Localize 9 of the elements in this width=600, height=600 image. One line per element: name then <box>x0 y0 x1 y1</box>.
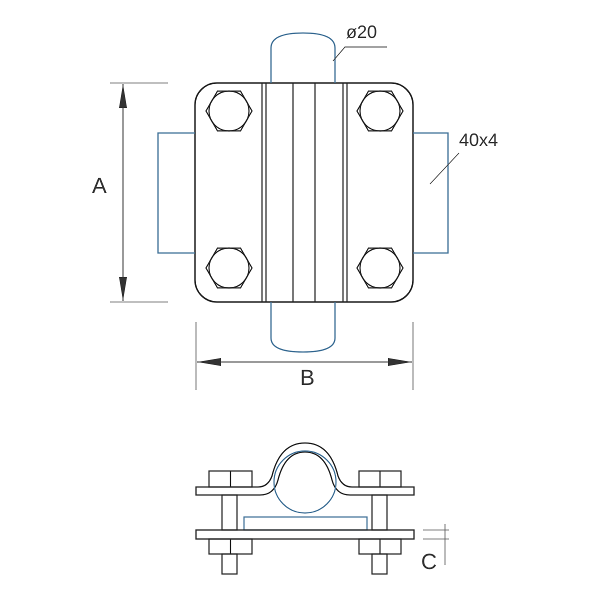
dimension-label: C <box>421 550 437 574</box>
callout-text: 40x4 <box>459 130 498 150</box>
round-rod-drawing <box>270 32 336 353</box>
flat-strip-drawing <box>157 132 449 254</box>
dimension-label: B <box>300 366 315 390</box>
leader-line <box>332 46 388 62</box>
leader-line <box>430 152 460 184</box>
callout-text: ø20 <box>346 22 378 42</box>
dimension-label: A <box>92 174 107 198</box>
